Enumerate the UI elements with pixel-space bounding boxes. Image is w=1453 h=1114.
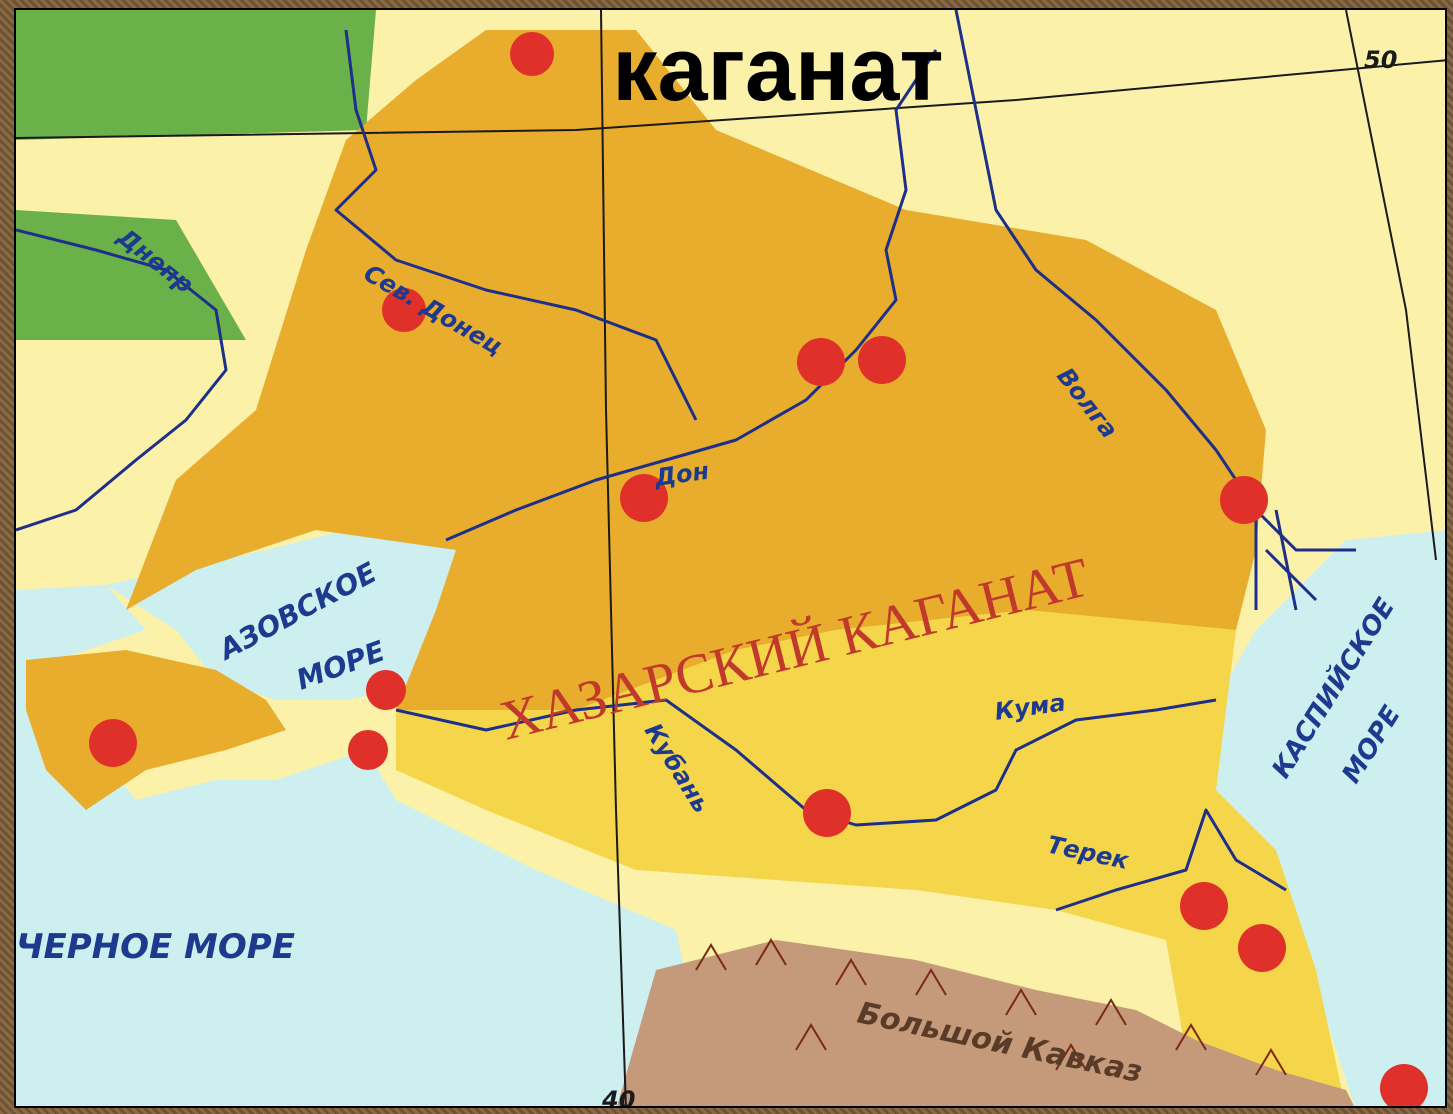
caucasus-mountains <box>617 940 1354 1106</box>
city-dot-icon <box>1238 924 1286 972</box>
khaganate-south <box>396 610 1346 1106</box>
khaganate-core <box>126 30 1266 710</box>
forest-zone-2 <box>16 210 246 340</box>
terek-river <box>1055 808 1287 912</box>
city-dot-icon <box>803 789 851 837</box>
map-title: каганат <box>612 20 943 120</box>
lat-50-label: 50 <box>1364 46 1397 74</box>
city-dot-icon <box>510 32 554 76</box>
mountain-peak-icon <box>1055 1043 1087 1071</box>
mountain-peak-icon <box>1095 998 1127 1026</box>
dnieper-river <box>16 228 228 532</box>
mountain-peak-icon <box>835 958 867 986</box>
city-dot-icon <box>797 338 845 386</box>
mountain-peak-icon <box>1255 1048 1287 1076</box>
mountain-peak-icon <box>695 943 727 971</box>
city-dot-icon <box>1180 882 1228 930</box>
caspian-sea <box>1206 530 1445 1106</box>
crimea-region <box>26 650 286 810</box>
city-dot-icon <box>1220 476 1268 524</box>
lon-40-label: 40 <box>601 1086 635 1108</box>
khazar-khaganate-map: каганат ХАЗАРСКИЙ КАГАНАТ АЗОВСКОЕ МОРЕ … <box>16 10 1445 1108</box>
cities <box>89 32 1428 1106</box>
rivers <box>16 10 1356 912</box>
volga-delta <box>1254 509 1318 611</box>
black-sea <box>16 585 716 1106</box>
city-dot-icon <box>348 730 388 770</box>
volga-river <box>954 10 1356 552</box>
city-dot-icon <box>382 288 426 332</box>
city-dot-icon <box>366 670 406 710</box>
city-dot-icon <box>1380 1064 1428 1106</box>
city-dot-icon <box>858 336 906 384</box>
sev-donets-river <box>334 29 698 421</box>
city-dot-icon <box>89 719 137 767</box>
mountain-peak-icon <box>755 938 787 966</box>
mountain-peaks <box>695 938 1287 1076</box>
mountain-peak-icon <box>795 1023 827 1051</box>
black-sea-label: ЧЕРНОЕ МОРЕ <box>16 927 295 967</box>
city-dot-icon <box>620 474 668 522</box>
kuban-kuma-river <box>395 698 1217 827</box>
mountain-peak-icon <box>1175 1023 1207 1051</box>
grid-lines <box>16 10 1445 1106</box>
map-container: каганат ХАЗАРСКИЙ КАГАНАТ АЗОВСКОЕ МОРЕ … <box>14 8 1447 1108</box>
mountain-peak-icon <box>1005 988 1037 1016</box>
forest-zone <box>16 10 376 140</box>
mountain-peak-icon <box>915 968 947 996</box>
